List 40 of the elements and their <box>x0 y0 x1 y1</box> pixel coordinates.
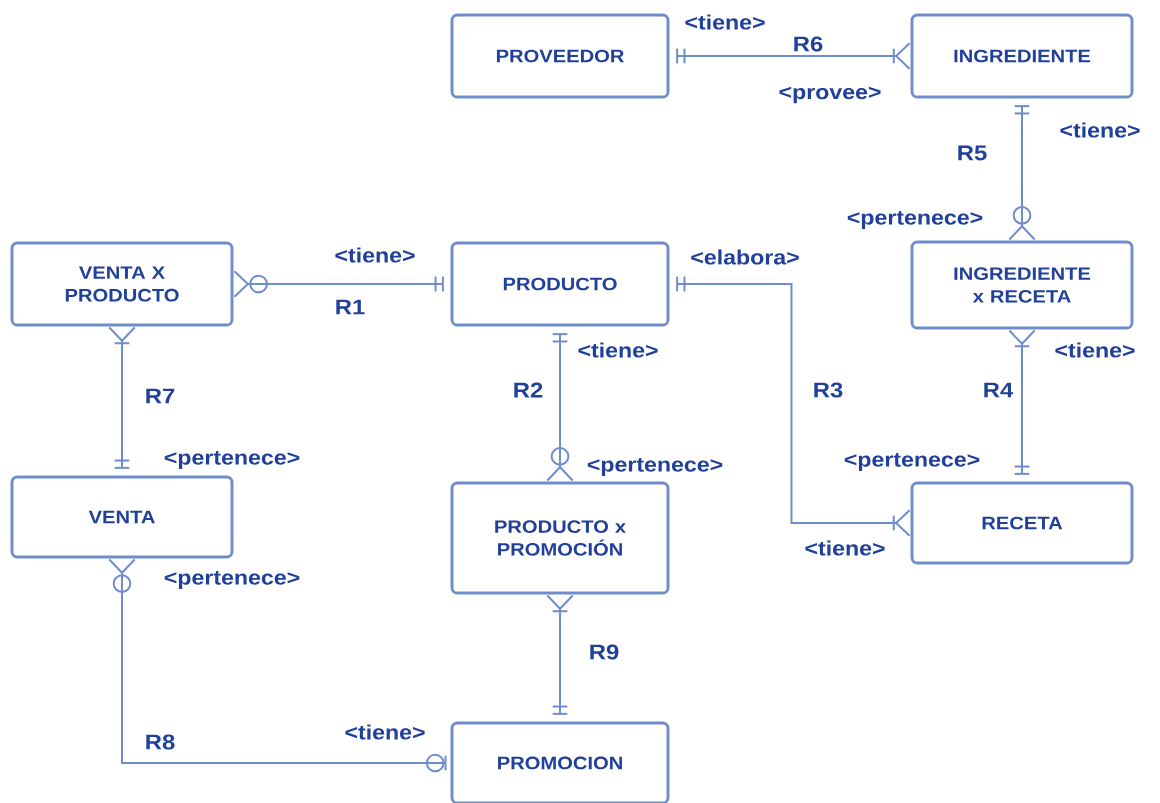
role-label: <provee> <box>779 86 881 104</box>
relationship-name: R8 <box>143 733 177 751</box>
role-label: <pertenece> <box>164 571 300 589</box>
role-label: <elabora> <box>691 249 799 265</box>
relationship-line <box>546 594 574 715</box>
role-label: <tiene> <box>805 540 885 556</box>
relationship-line <box>1008 105 1036 241</box>
role-label: <pertenece> <box>844 453 980 471</box>
relationship-name: R3 <box>811 381 845 399</box>
entity-box: VENTA <box>10 475 234 559</box>
relationship-name: R4 <box>981 381 1015 399</box>
relationship-line <box>546 333 574 482</box>
role-label: <tiene> <box>578 342 658 358</box>
entity-box: PROVEEDOR <box>450 13 670 99</box>
role-label: <tiene> <box>685 14 765 30</box>
role-label: <tiene> <box>345 724 425 740</box>
relationship-line <box>233 270 444 298</box>
relationship-line <box>108 326 136 469</box>
entity-box: PROMOCION <box>450 721 670 803</box>
role-label: <tiene> <box>335 247 415 263</box>
relationship-name: R1 <box>333 298 367 316</box>
relationship-line <box>676 275 911 537</box>
entity-box: PRODUCTO <box>450 241 670 327</box>
relationship-line <box>108 558 447 773</box>
entity-box: RECETA <box>910 481 1134 565</box>
relationship-name: R2 <box>511 381 545 399</box>
entity-box: PRODUCTO x PROMOCIÓN <box>450 481 670 595</box>
role-label: <pertenece> <box>587 458 723 476</box>
entity-box: INGREDIENTE <box>910 13 1134 99</box>
relationship-name: R6 <box>791 35 825 53</box>
relationship-name: R9 <box>587 643 621 661</box>
entity-box: INGREDIENTE x RECETA <box>910 240 1134 330</box>
relationship-name: R7 <box>143 387 177 405</box>
relationship-line <box>1008 329 1036 475</box>
relationship-name: R5 <box>955 144 989 162</box>
relationship-line <box>676 42 911 70</box>
role-label: <pertenece> <box>164 451 300 469</box>
entity-box: VENTA X PRODUCTO <box>10 241 234 327</box>
role-label: <tiene> <box>1060 122 1140 138</box>
role-label: <pertenece> <box>847 211 983 229</box>
